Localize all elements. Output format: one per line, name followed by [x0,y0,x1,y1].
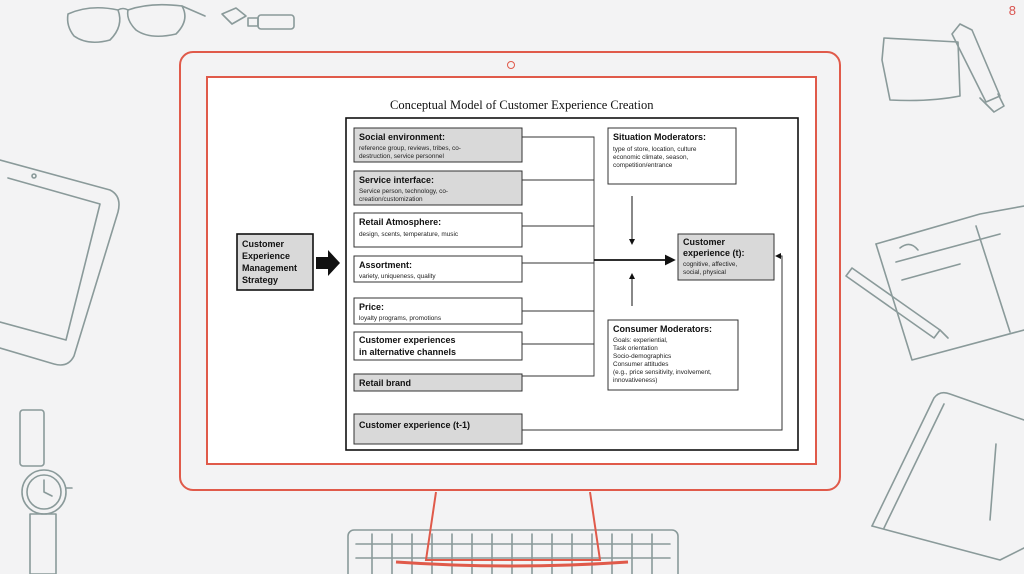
determinant-detail: destruction, service personnel [359,153,444,160]
moderator-detail: Consumer attitudes [613,361,668,368]
strategy-box: Customer Experience Management Strategy [236,233,314,291]
moderator-detail: Task orientation [613,345,658,352]
determinant-detail: variety, uniqueness, quality [359,273,436,280]
journal-icon [871,391,1024,561]
determinant-detail: reference group, reviews, tribes, co- [359,145,461,152]
determinant-title: Service interface: [359,175,434,185]
prior-experience-box: Customer experience (t-1) [353,413,523,445]
determinant-detail: design, scents, temperature, music [359,231,459,238]
strategy-line: Strategy [242,275,278,285]
strategy-line: Customer [242,239,285,249]
glasses-icon [66,3,206,44]
model-outer-frame [345,117,799,451]
customer-experience-model-diagram: Conceptual Model of Customer Experience … [236,98,799,451]
outcome-detail: cognitive, affective, [683,261,737,268]
tablet-icon [0,159,120,366]
outcome-title: Customer [683,237,726,247]
strategy-arrow [316,250,340,276]
slide-number: 8 [1008,3,1016,18]
sticky-note-icon [881,37,961,102]
feedback-loop-arrow [522,253,783,431]
strategy-line: Management [242,263,297,273]
keyboard-icon [347,529,679,574]
prior-experience-title: Customer experience (t-1) [359,420,470,430]
outcome-title: experience (t): [683,248,745,258]
determinant-box-assortment: Assortment: variety, uniqueness, quality [353,255,523,283]
moderator-detail: innovativeness) [613,377,657,384]
moderator-detail: (e.g., price sensitivity, involvement, [613,369,712,376]
determinant-box-alternative-channels: Customer experiences in alternative chan… [353,331,523,361]
determinant-title: Retail Atmosphere: [359,217,441,227]
pen-icon [845,267,949,339]
moderator-detail: competition/entrance [613,162,673,169]
notebook-icon [875,205,1024,361]
outcome-detail: social, physical [683,269,726,276]
wristwatch-icon [19,409,73,574]
monitor-screen: Conceptual Model of Customer Experience … [206,76,817,465]
moderator-title: Situation Moderators: [613,132,706,142]
moderator-title: Consumer Moderators: [613,324,712,334]
determinant-box-price: Price: loyalty programs, promotions [353,297,523,325]
moderator-detail: Socio-demographics [613,353,671,360]
determinant-title-line2: in alternative channels [359,347,456,357]
eraser-icon [221,7,247,25]
determinant-box-social: Social environment: reference group, rev… [353,127,523,163]
determinant-box-service-interface: Service interface: Service person, techn… [353,170,523,206]
determinant-connectors [522,136,595,377]
marker-icon [951,23,1005,113]
consumer-moderators-box: Consumer Moderators: Goals: experiential… [607,319,739,391]
determinant-title: Price: [359,302,384,312]
camera-dot [507,61,515,69]
determinant-title: Assortment: [359,260,412,270]
outcome-box: Customer experience (t): cognitive, affe… [677,233,775,281]
strategy-line: Experience [242,251,290,261]
determinant-title: Retail brand [359,378,411,388]
determinant-detail: creation/customization [359,196,423,203]
determinant-box-retail-brand: Retail brand [353,373,523,392]
determinant-title: Customer experiences [359,335,456,345]
situation-moderators-box: Situation Moderators: type of store, loc… [607,127,737,185]
determinant-detail: Service person, technology, co- [359,188,448,195]
determinant-detail: loyalty programs, promotions [359,315,441,322]
moderator-detail: type of store, location, culture [613,146,697,153]
moderator-detail: economic climate, season, [613,154,689,161]
monitor-stand [395,491,629,568]
determinant-title: Social environment: [359,132,445,142]
diagram-title: Conceptual Model of Customer Experience … [390,98,654,112]
moderator-detail: Goals: experiential, [613,337,668,344]
usb-drive-icon [247,14,295,30]
determinant-box-retail-atmosphere: Retail Atmosphere: design, scents, tempe… [353,212,523,248]
